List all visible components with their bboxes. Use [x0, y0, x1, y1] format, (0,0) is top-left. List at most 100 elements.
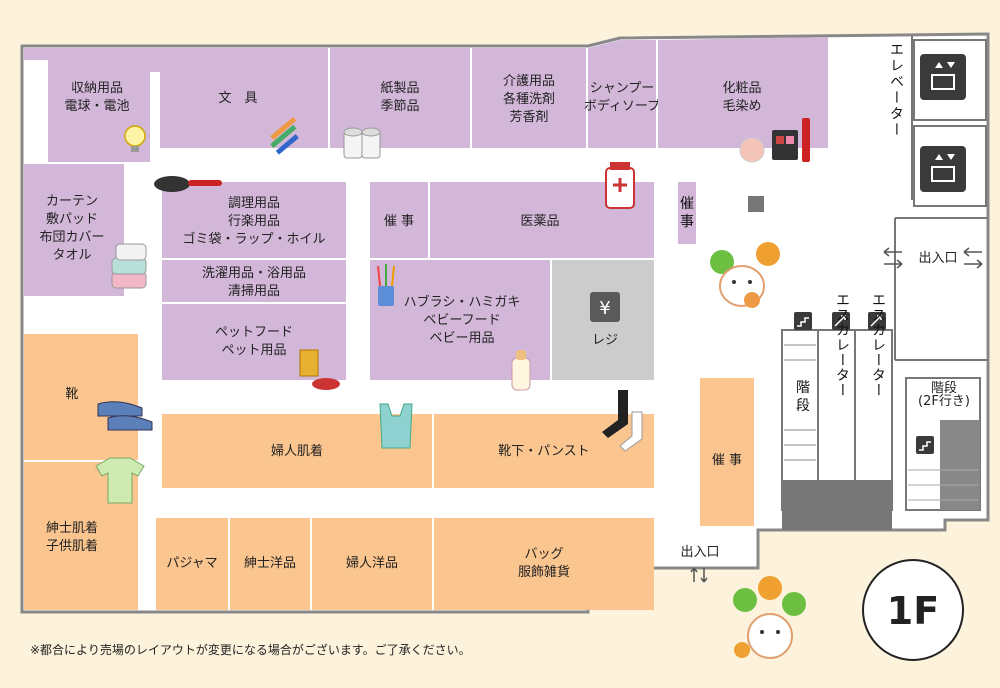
zone-laundry: 洗濯用品・浴用品 清掃用品	[162, 260, 346, 302]
zone-mens-clothing: 紳士洋品	[230, 518, 310, 610]
zone-cosmetics-line2: 毛染め	[722, 99, 761, 114]
exit-right: 出入口	[883, 217, 988, 361]
zone-shoes-label: 靴	[65, 387, 78, 402]
zone-cooking-line3: ゴミ袋・ラップ・ホイル	[182, 231, 325, 247]
cosmetics-icon	[739, 118, 810, 163]
zone-toothbrush-line2: ベビーフード	[423, 313, 500, 328]
toilet-paper-icon	[343, 127, 381, 159]
zone-cosmetics: 化粧品 毛染め	[658, 37, 828, 148]
zone-bag-line1: バッグ	[524, 547, 563, 562]
zone-shampoo-line1: シャンプー	[590, 81, 655, 96]
zone-paper-line1: 紙製品	[380, 81, 419, 96]
zone-mens-underwear: 紳士肌着 子供肌着	[24, 462, 138, 610]
exit-bottom-label: 出入口	[680, 545, 719, 560]
zone-toothbrush-line3: ベビー用品	[429, 331, 494, 346]
floor-badge: 1F	[862, 559, 964, 661]
pet-food-icon	[299, 349, 340, 390]
register-label: レジ	[592, 333, 618, 348]
zone-medicine-label: 医薬品	[520, 214, 559, 229]
zone-mens-underwear-line1: 紳士肌着	[46, 520, 98, 536]
zone-paper-line2: 季節品	[380, 99, 419, 114]
zone-event-vertical-ch2: 事	[680, 214, 694, 230]
pencils-icon	[270, 116, 299, 155]
zone-cooking-line1: 調理用品	[228, 196, 280, 211]
zone-pajama: パジャマ	[156, 518, 228, 610]
stairs-label-2: 段	[796, 398, 810, 414]
stairs-escalators: 階 段 エスカレーター エスカレーター	[781, 293, 893, 530]
zone-curtain-line2: 敷パッド	[46, 212, 98, 227]
baby-bottle-icon	[511, 350, 531, 391]
medicine-bottle-icon	[605, 162, 635, 209]
zone-laundry-line1: 洗濯用品・浴用品	[202, 266, 306, 281]
zone-storage-line2: 電球・電池	[64, 99, 129, 114]
exit-right-label: 出入口	[918, 251, 957, 266]
stairs-2f-label: 階段	[931, 381, 957, 396]
mascot-icon-2	[733, 576, 806, 659]
zone-cooking: 調理用品 行楽用品 ゴミ袋・ラップ・ホイル	[162, 182, 346, 258]
escalator-1-label: エスカレーター	[834, 293, 850, 398]
socks-icon	[602, 390, 643, 452]
towels-icon	[111, 243, 147, 289]
zone-care-line3: 芳香剤	[509, 109, 548, 125]
layout-note: ※都合により売場のレイアウトが変更になる場合がございます。ご了承ください。	[30, 642, 471, 657]
zone-stationery-label: 文 具	[218, 91, 257, 106]
zone-event-vertical: 催 事	[678, 182, 696, 244]
zone-pajama-label: パジャマ	[166, 556, 217, 571]
zone-care: 介護用品 各種洗剤 芳香剤	[472, 48, 586, 148]
zone-curtain-line1: カーテン	[46, 194, 98, 209]
zone-event-small-label: 催 事	[384, 214, 414, 229]
stairs-2f-icon	[916, 436, 934, 454]
zone-toothbrush: ハブラシ・ハミガキ ベビーフード ベビー用品	[370, 260, 550, 380]
zone-storage-line1: 収納用品	[71, 81, 123, 96]
zone-curtain-line4: タオル	[52, 248, 91, 263]
zone-curtain: カーテン 敷パッド 布団カバー タオル	[24, 164, 124, 296]
zone-toothbrush-line1: ハブラシ・ハミガキ	[404, 294, 521, 310]
elevator-icon-2	[920, 146, 966, 192]
register-yen-icon: ¥	[599, 298, 610, 319]
elevator-icon	[920, 54, 966, 100]
zone-event-right: 催 事	[700, 378, 754, 526]
zone-care-line1: 介護用品	[503, 73, 555, 89]
frying-pan-icon	[154, 176, 222, 192]
tshirt-icon	[95, 457, 145, 504]
zone-curtain-line3: 布団カバー	[39, 230, 104, 245]
zone-womens-underwear-label: 婦人肌着	[271, 443, 323, 459]
zone-event-vertical-ch1: 催	[680, 196, 694, 212]
zone-shoes: 靴	[24, 334, 138, 460]
shoes-icon	[97, 401, 153, 431]
register: ¥ レジ	[552, 260, 654, 380]
zone-womens-clothing-label: 婦人洋品	[346, 555, 398, 571]
zone-bag-line2: 服飾雑貨	[518, 564, 570, 580]
stairs-2f: 階段 (2F行き)	[905, 377, 981, 511]
zone-stationery: 文 具	[160, 48, 328, 148]
pillar	[748, 196, 764, 212]
stairs-label: 階	[796, 380, 810, 396]
zone-shampoo: シャンプー ボディソープ	[584, 40, 660, 148]
zone-pet-line2: ペット用品	[221, 343, 286, 358]
zone-bag: バッグ 服飾雑貨	[434, 518, 654, 610]
tank-top-icon	[379, 403, 413, 449]
zone-cosmetics-line1: 化粧品	[722, 81, 761, 96]
zone-laundry-line2: 清掃用品	[228, 283, 280, 299]
exit-bottom-arrows-icon	[690, 567, 708, 583]
exit-bottom: 出入口	[680, 545, 720, 583]
zone-mens-clothing-label: 紳士洋品	[244, 556, 296, 571]
lightbulb-icon	[124, 125, 146, 152]
toothbrush-icon	[377, 264, 395, 306]
zone-shampoo-line2: ボディソープ	[584, 98, 660, 114]
zone-mens-underwear-line2: 子供肌着	[46, 538, 98, 554]
stairs-2f-sub: (2F行き)	[918, 394, 970, 409]
exit-arrows-icon-2	[963, 247, 983, 269]
elevator-label: エレベーター	[888, 42, 904, 138]
zone-pet-line1: ペットフード	[215, 325, 293, 340]
zone-event-right-label: 催 事	[712, 453, 742, 468]
zone-care-line2: 各種洗剤	[503, 91, 555, 107]
floor-label: 1F	[887, 589, 939, 633]
mascot-icon	[710, 242, 780, 308]
elevator-area: エレベーター	[888, 36, 987, 207]
stairs-icon	[794, 312, 812, 330]
exit-arrows-icon	[883, 247, 903, 269]
zone-womens-clothing: 婦人洋品	[312, 518, 432, 610]
zone-cooking-line2: 行楽用品	[228, 213, 280, 229]
